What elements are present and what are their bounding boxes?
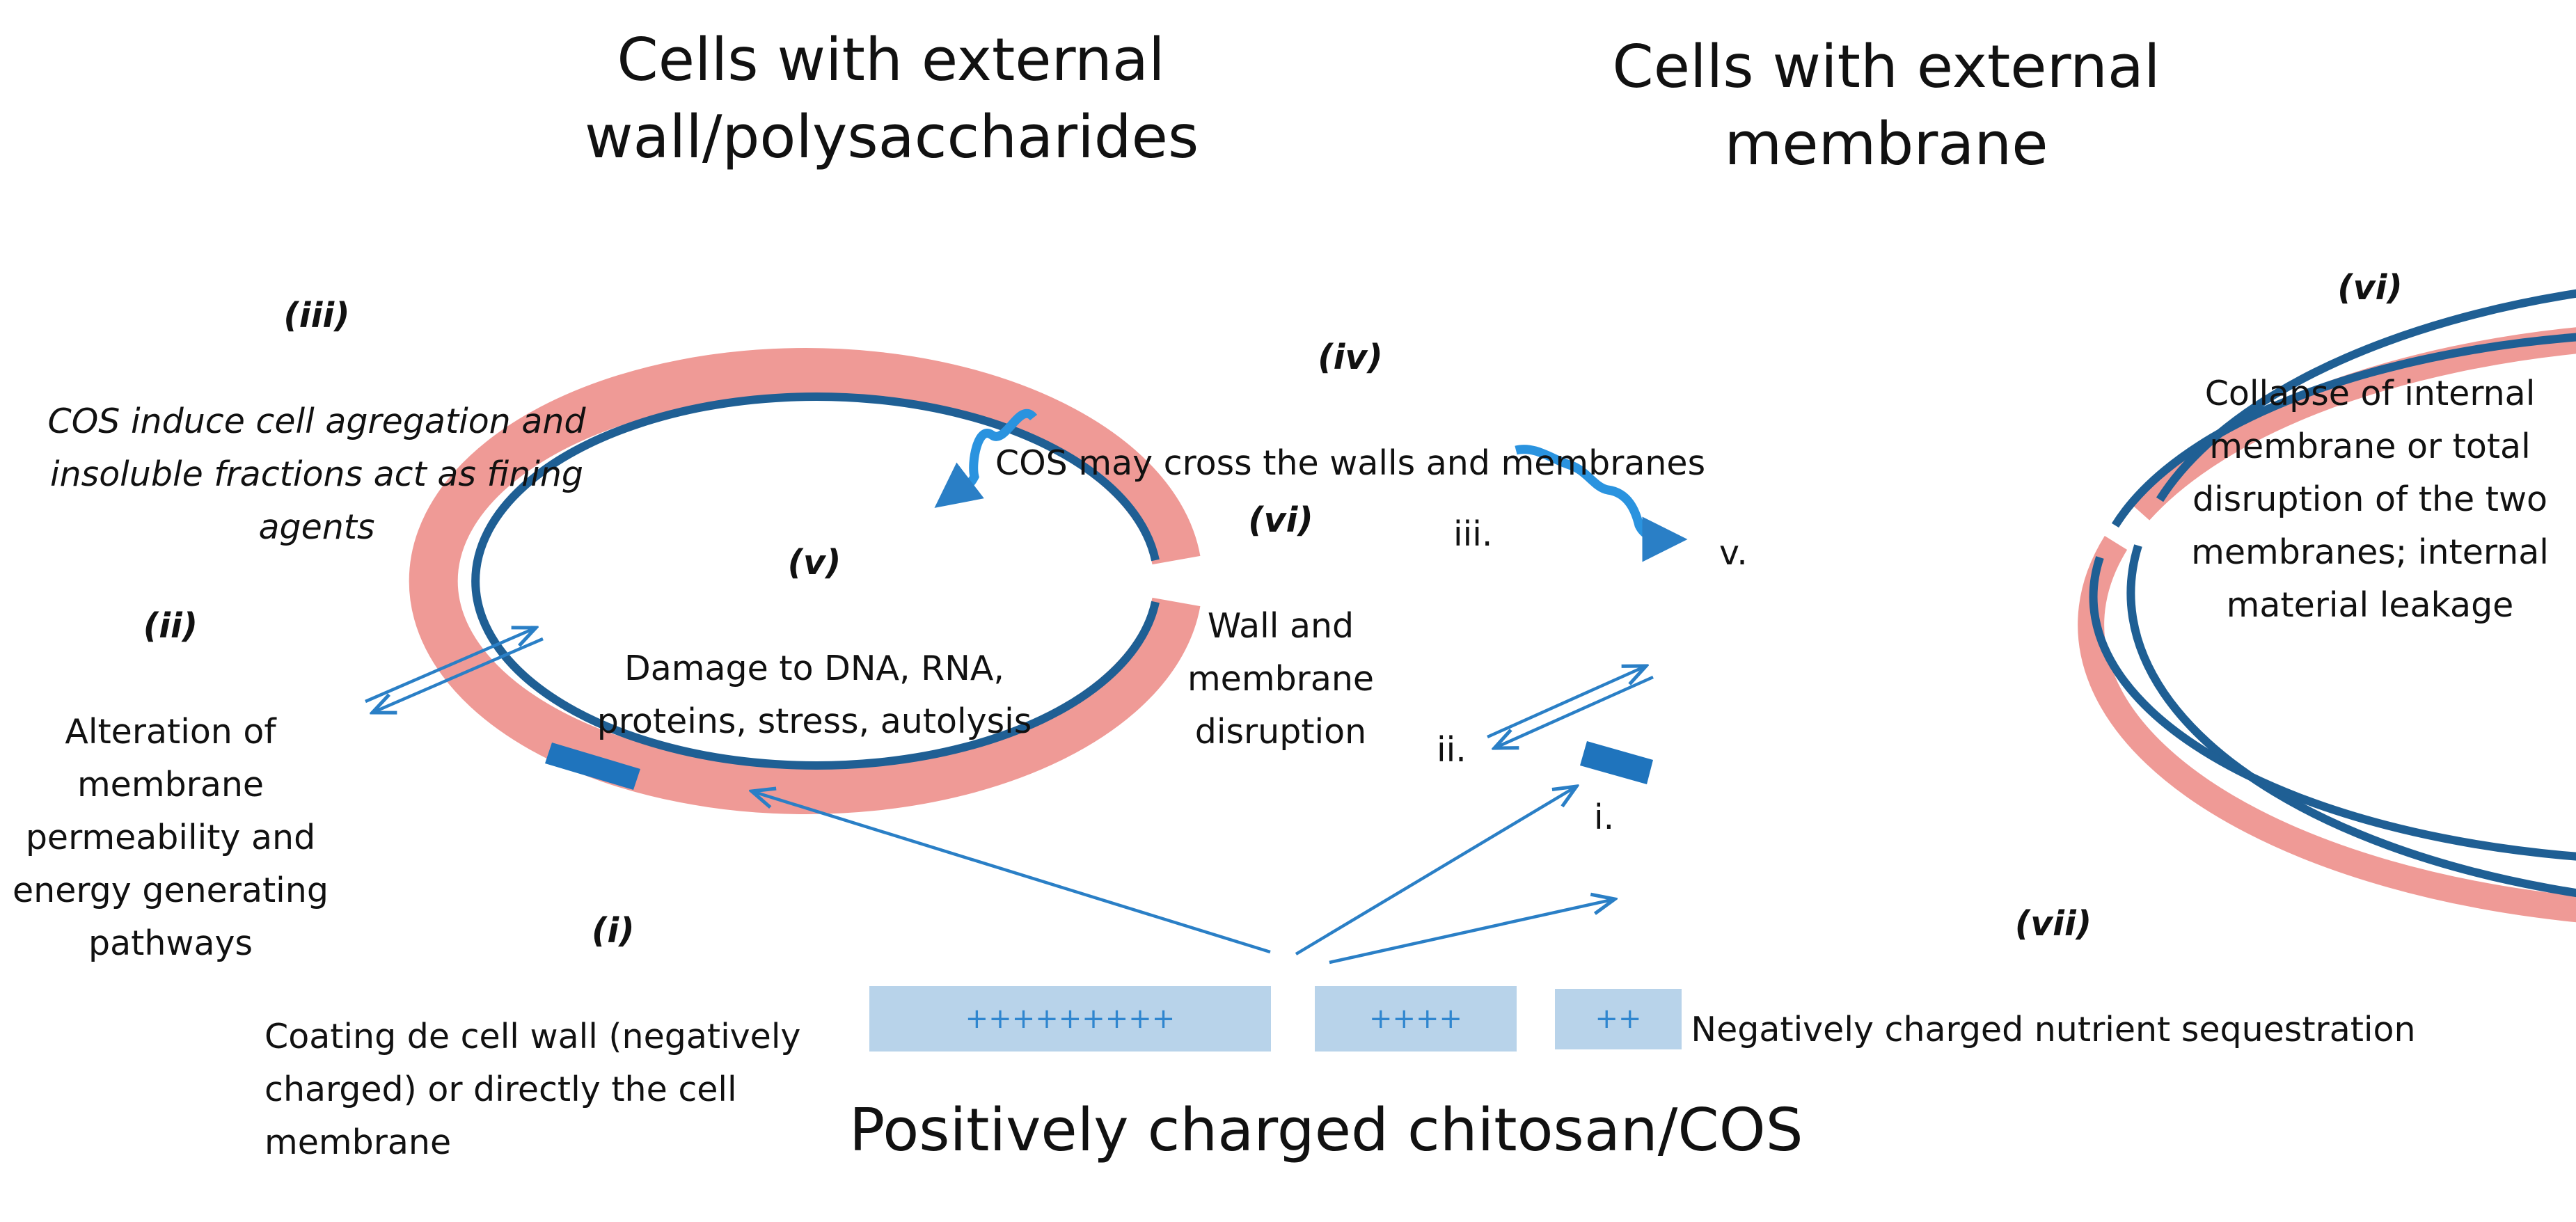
label-v-numeral: (v) (787, 542, 841, 582)
label-i-text: Coating de cell wall (negatively charged… (264, 1016, 801, 1162)
marker-iii: iii. (1453, 514, 1493, 554)
label-iv: (iv) COS may cross the walls and membran… (967, 278, 1733, 543)
left-cell-coating-patch (545, 743, 640, 790)
diagram-stage: Cells with external wall/polysaccharides… (3, 26, 2576, 1165)
label-iii: (iii) COS induce cell agregation and ins… (21, 237, 613, 607)
arrow-to-left-wall (752, 791, 1271, 954)
label-iii-numeral: (iii) (283, 295, 350, 335)
label-vii-text: Negatively charged nutrient sequestratio… (1691, 1009, 2416, 1049)
diagram-graphics (365, 289, 2576, 965)
label-ii-text: Alteration of membrane permeability and … (13, 711, 329, 963)
right-cell-coating-patch (1580, 741, 1653, 784)
charge-box-medium: ++++ (1315, 986, 1517, 1052)
label-vi-right-text: Collapse of internal membrane or total d… (2191, 373, 2549, 625)
right-cell (1580, 289, 2576, 923)
charge-box-small-text: ++ (1595, 1003, 1642, 1035)
label-vi-right: (vi) Collapse of internal membrane or to… (2172, 209, 2568, 684)
label-vii: (vii) Negatively charged nutrient seques… (1643, 845, 2464, 1109)
charge-box-large-text: +++++++++ (965, 1003, 1176, 1035)
marker-ii: ii. (1437, 730, 1467, 770)
title-right: Cells with external membrane (1612, 33, 2160, 179)
marker-v: v. (1719, 533, 1748, 573)
left-cell-membrane (471, 392, 1160, 770)
right-permeability-arrows (1487, 666, 1654, 748)
arrow-to-right-cell (1295, 786, 1577, 955)
right-cell-wall (2078, 327, 2576, 923)
title-bottom: Positively charged chitosan/COS (849, 1096, 1803, 1165)
left-cell-wall (409, 348, 1201, 814)
label-i-numeral: (i) (592, 910, 635, 951)
charge-box-large: +++++++++ (869, 986, 1271, 1052)
label-iii-text: COS induce cell agregation and insoluble… (47, 401, 586, 547)
marker-i: i. (1594, 798, 1615, 837)
label-vi-left: (vi) Wall and membrane disruption (1183, 441, 1378, 811)
label-vi-right-numeral: (vi) (2337, 267, 2403, 308)
label-v: (v) Damage to DNA, RNA, proteins, stress… (585, 484, 1044, 801)
right-cell-outer-membrane (2126, 289, 2576, 898)
arrow-to-nutrients (1329, 899, 1615, 965)
label-ii: (ii) Alteration of membrane permeability… (3, 547, 338, 1022)
label-vi-left-text: Wall and membrane disruption (1187, 605, 1375, 752)
label-v-text: Damage to DNA, RNA, proteins, stress, au… (596, 648, 1032, 741)
label-ii-numeral: (ii) (143, 605, 198, 646)
right-crossing-arrow (1515, 445, 1688, 562)
charge-box-medium-text: ++++ (1368, 1003, 1463, 1035)
label-iv-numeral: (iv) (1318, 337, 1383, 377)
title-left: Cells with external wall/polysaccharides (585, 26, 1199, 172)
charge-box-small: ++ (1555, 989, 1682, 1049)
left-crossing-arrow (934, 408, 1038, 508)
label-i: (i) Coating de cell wall (negatively cha… (264, 852, 849, 1222)
label-vii-numeral: (vii) (2014, 903, 2092, 944)
left-cell (409, 348, 1201, 814)
left-permeability-arrows (365, 628, 544, 713)
label-iv-text: COS may cross the walls and membranes (995, 443, 1706, 483)
label-vi-left-numeral: (vi) (1248, 500, 1313, 540)
right-cell-inner-membrane (2089, 333, 2576, 861)
